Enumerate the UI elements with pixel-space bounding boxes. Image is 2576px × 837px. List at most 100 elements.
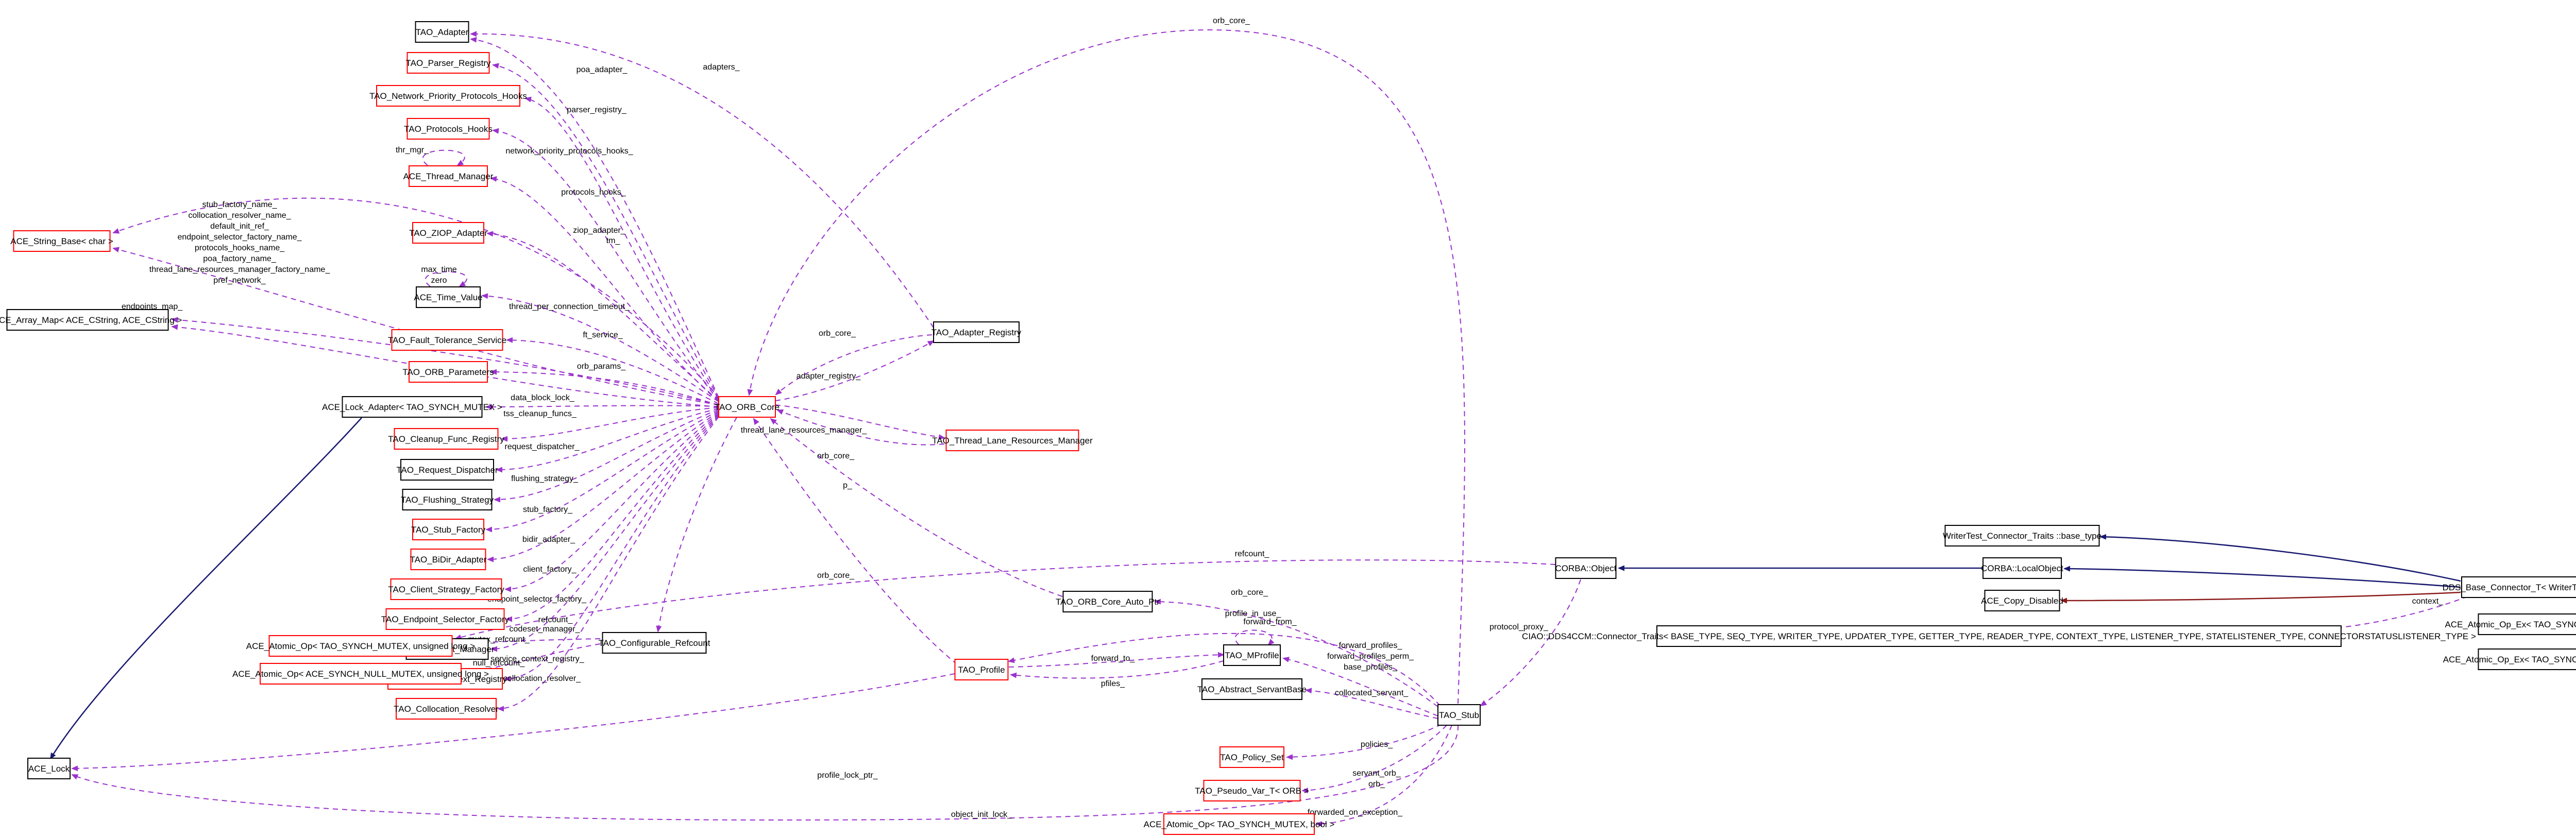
edge-service-context-registry-edge <box>504 415 719 682</box>
node-tao-policy-set[interactable]: TAO_Policy_Set <box>1219 746 1284 768</box>
edge-bidir-adapter-edge <box>487 411 719 562</box>
edge-adapters-to-tao-adapter <box>470 31 934 328</box>
edge-thread-per-connection-timeout-edge <box>481 293 719 402</box>
node-ace-lock-adapter-tao-synch-mutex[interactable]: ACE_Lock_Adapter< TAO_SYNCH_MUTEX > <box>322 396 502 418</box>
node-writertest-connector-traits-base-type[interactable]: WriterTest_Connector_Traits ::base_type <box>1943 525 2102 546</box>
node-label-tao-thread-lane-resources-manager: TAO_Thread_Lane_Resources_Manager <box>932 436 1093 446</box>
node-ace-atomic-op-ex-datanumber[interactable]: ACE_Atomic_Op_Ex< TAO_SYNCH_MUTEX,::CCM_… <box>2443 648 2576 670</box>
edge-pfiles-edge <box>1010 660 1224 679</box>
edge-adapter-registry-edge <box>775 340 935 401</box>
edge-label-thr-mgr: thr_mgr_ <box>396 146 429 155</box>
edge-label-forward-from: forward_from_ <box>1243 618 1297 626</box>
edge-label-collocation-resolver: collocation_resolver_ <box>503 674 581 683</box>
node-label-ace-atomic-op-ace-synch-null-mutex-unsigned-long: ACE_Atomic_Op< ACE_SYNCH_NULL_MUTEX, uns… <box>232 669 489 679</box>
node-label-tao-collocation-resolver: TAO_Collocation_Resolver <box>394 704 499 714</box>
node-label-tao-orb-core-auto-ptr: TAO_ORB_Core_Auto_Ptr <box>1056 597 1160 607</box>
edge-dds-base-inherits-base-type <box>2099 534 2461 582</box>
node-ace-copy-disabled[interactable]: ACE_Copy_Disabled <box>1981 590 2063 611</box>
node-tao-abstract-servantbase[interactable]: TAO_Abstract_ServantBase <box>1197 678 1307 700</box>
node-ace-array-map[interactable]: ACE_Array_Map< ACE_CString, ACE_CString … <box>0 309 182 331</box>
node-label-tao-profile: TAO_Profile <box>958 665 1005 675</box>
node-label-tao-parser-registry: TAO_Parser_Registry <box>405 58 491 68</box>
node-tao-fault-tolerance-service[interactable]: TAO_Fault_Tolerance_Service <box>388 329 506 351</box>
edge-label-orb-core-name-bundle: endpoint_selector_factory_name_ <box>177 233 302 242</box>
edge-label-ziop-adapter: ziop_adapter_ <box>573 226 626 235</box>
node-label-corba-object: CORBA::Object <box>1555 563 1616 573</box>
node-ciao-dds4ccm-connector-traits[interactable]: CIAO::DDS4CCM::Connector_Traits< BASE_TY… <box>1522 625 2476 647</box>
node-label-tao-fault-tolerance-service: TAO_Fault_Tolerance_Service <box>388 335 506 345</box>
node-label-tao-mprofile: TAO_MProfile <box>1225 651 1279 660</box>
edge-label-forward-profiles-bundle: forward_profiles_ <box>1339 641 1403 650</box>
edge-request-dispatcher-edge <box>496 408 719 473</box>
node-ace-atomic-op-ace-synch-null-mutex-unsigned-long[interactable]: ACE_Atomic_Op< ACE_SYNCH_NULL_MUTEX, uns… <box>232 663 489 685</box>
node-tao-parser-registry[interactable]: TAO_Parser_Registry <box>405 52 491 74</box>
edge-flushing-strategy-edge <box>494 409 719 503</box>
node-dds-base-connector-t[interactable]: DDS_Base_Connector_T< WriterTest_DDS_Tra… <box>2443 576 2576 598</box>
edge-mutex-refcount-edge <box>454 638 601 646</box>
edge-label-orb-core-name-bundle: thread_lane_resources_manager_factory_na… <box>149 265 331 274</box>
node-corba-localobject[interactable]: CORBA::LocalObject <box>1981 557 2063 579</box>
node-tao-profile[interactable]: TAO_Profile <box>954 659 1009 680</box>
edge-endpoint-selector-factory-edge <box>505 413 719 622</box>
node-tao-adapter-registry[interactable]: TAO_Adapter_Registry <box>931 321 1022 343</box>
node-label-ciao-dds4ccm-connector-traits: CIAO::DDS4CCM::Connector_Traits< BASE_TY… <box>1522 631 2476 641</box>
edge-collocation-resolver-edge <box>497 416 719 712</box>
node-tao-flushing-strategy[interactable]: TAO_Flushing_Strategy <box>401 489 494 510</box>
node-corba-object[interactable]: CORBA::Object <box>1555 557 1617 579</box>
node-tao-mprofile[interactable]: TAO_MProfile <box>1223 644 1281 666</box>
node-tao-adapter[interactable]: TAO_Adapter <box>415 21 469 43</box>
node-tao-stub-factory[interactable]: TAO_Stub_Factory <box>411 519 486 540</box>
node-ace-atomic-op-tao-synch-mutex-unsigned-long[interactable]: ACE_Atomic_Op< TAO_SYNCH_MUTEX, unsigned… <box>246 635 475 657</box>
edge-forwarded-on-exception-edge <box>1315 725 1452 827</box>
edge-tss-cleanup-funcs-edge <box>501 407 719 442</box>
node-label-writertest-connector-traits-base-type: WriterTest_Connector_Traits ::base_type <box>1943 531 2102 541</box>
edge-server-id-edge <box>112 197 719 398</box>
edge-label-tm: tm_ <box>606 236 621 245</box>
node-tao-client-strategy-factory[interactable]: TAO_Client_Strategy_Factory <box>388 578 504 600</box>
edge-label-orb-core-top-arc: orb_core_ <box>1213 16 1250 25</box>
node-ace-atomic-op-tao-synch-mutex-bool[interactable]: ACE_Atomic_Op< TAO_SYNCH_MUTEX, bool > <box>1144 813 1335 835</box>
edge-label-max-time-zero: max_time <box>421 265 456 274</box>
node-tao-configurable-refcount[interactable]: TAO_Configurable_Refcount <box>598 632 710 654</box>
edge-label-context: context_ <box>2412 597 2444 606</box>
node-tao-request-dispatcher[interactable]: TAO_Request_Dispatcher <box>396 459 498 481</box>
edge-dds-base-inherits-localobject <box>2063 566 2461 588</box>
edge-stub-factory-edge <box>485 410 719 533</box>
node-tao-thread-lane-resources-manager[interactable]: TAO_Thread_Lane_Resources_Manager <box>932 430 1093 451</box>
node-tao-orb-core[interactable]: TAO_ORB_Core <box>715 396 779 418</box>
node-tao-cleanup-func-registry[interactable]: TAO_Cleanup_Func_Registry <box>388 428 504 450</box>
node-label-tao-stub-factory: TAO_Stub_Factory <box>411 525 486 535</box>
edge-label-policies: policies_ <box>1361 740 1393 749</box>
node-label-tao-request-dispatcher: TAO_Request_Dispatcher <box>396 465 498 475</box>
edge-label-adapters: adapters_ <box>703 63 740 72</box>
node-tao-stub[interactable]: TAO_Stub <box>1437 704 1481 726</box>
node-ace-thread-manager[interactable]: ACE_Thread_Manager <box>403 165 494 187</box>
node-ace-time-value[interactable]: ACE_Time_Value <box>414 286 483 308</box>
node-tao-protocols-hooks[interactable]: TAO_Protocols_Hooks <box>404 118 493 140</box>
edge-refcount-orb-core-edge <box>656 417 737 633</box>
edge-label-network-priority-protocols-hooks: network_priority_protocols_hooks_ <box>505 147 633 156</box>
node-label-corba-localobject: CORBA::LocalObject <box>1981 563 2063 573</box>
node-label-tao-cleanup-func-registry: TAO_Cleanup_Func_Registry <box>388 434 504 444</box>
node-tao-bidir-adapter[interactable]: TAO_BiDir_Adapter <box>410 549 487 570</box>
node-tao-ziop-adapter[interactable]: TAO_ZIOP_Adapter <box>409 222 487 244</box>
edge-label-orb-core-name-bundle: stub_factory_name_ <box>202 200 278 209</box>
edge-label-client-factory: client_factory_ <box>523 565 577 574</box>
node-tao-network-priority-protocols-hooks[interactable]: TAO_Network_Priority_Protocols_Hooks <box>369 85 527 107</box>
node-label-tao-pseudo-var-t-orb: TAO_Pseudo_Var_T< ORB > <box>1195 786 1309 796</box>
node-ace-atomic-op-ex-listenermode[interactable]: ACE_Atomic_Op_Ex< TAO_SYNCH_MUTEX,::CCM_… <box>2445 613 2576 635</box>
node-tao-orb-parameters[interactable]: TAO_ORB_Parameters <box>402 361 494 383</box>
edge-label-adapter-registry: adapter_registry_ <box>796 372 861 381</box>
node-tao-endpoint-selector-factory[interactable]: TAO_Endpoint_Selector_Factory <box>381 608 510 630</box>
node-ace-lock[interactable]: ACE_Lock <box>27 758 71 779</box>
node-tao-orb-core-auto-ptr[interactable]: TAO_ORB_Core_Auto_Ptr <box>1056 591 1160 612</box>
node-ace-string-base-char[interactable]: ACE_String_Base< char > <box>10 230 113 252</box>
edge-label-collocated-servant: collocated_servant_ <box>1335 689 1409 697</box>
edge-label-parser-registry: parser_registry_ <box>567 106 627 114</box>
node-tao-pseudo-var-t-orb[interactable]: TAO_Pseudo_Var_T< ORB > <box>1195 780 1309 801</box>
node-tao-collocation-resolver[interactable]: TAO_Collocation_Resolver <box>394 698 499 720</box>
edge-label-orb-core-name-bundle: collocation_resolver_name_ <box>188 211 291 220</box>
node-label-ace-time-value: ACE_Time_Value <box>414 293 482 302</box>
edge-network-priority-protocols-hooks-edge <box>524 96 719 400</box>
edge-ziop-adapter-edge <box>486 231 719 401</box>
